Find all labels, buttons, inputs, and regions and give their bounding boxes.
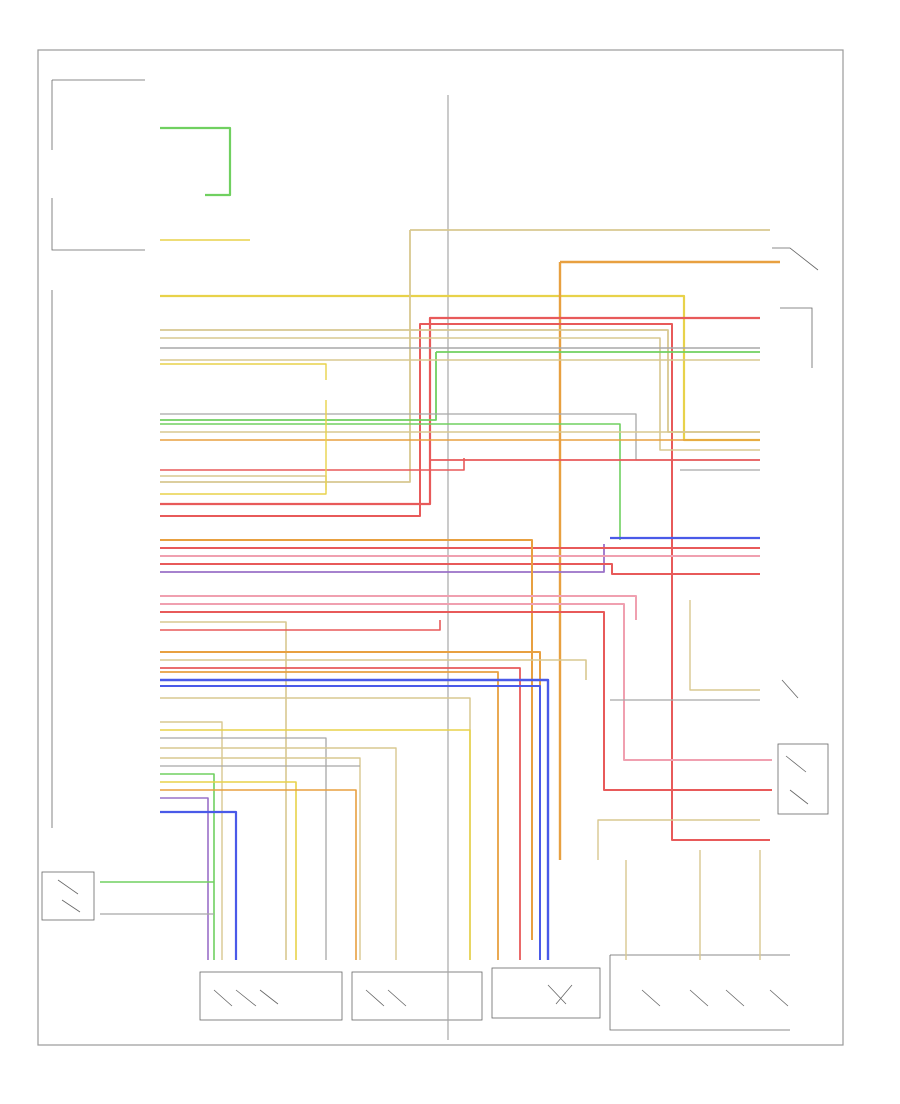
wire-blue-2: [160, 678, 550, 960]
wire-red-4: [160, 458, 465, 471]
wire-tan-9: [160, 659, 587, 680]
wire-tan-13: [160, 757, 361, 960]
wire-red-8: [160, 620, 441, 631]
wire-yellow-4: [160, 729, 471, 960]
wire-red-1: [160, 316, 760, 506]
wire-yellow-5: [160, 781, 297, 960]
wire-tan-8: [160, 621, 287, 960]
wire-red-2: [160, 323, 770, 841]
wire-orange-4: [160, 539, 533, 940]
wire-tan-7: [160, 475, 327, 490]
wire-tan-11: [160, 721, 223, 960]
wire-yellow-3: [160, 400, 327, 495]
top-left-switch-group: [51, 79, 145, 251]
right-components: [772, 247, 829, 815]
bottom-components: [199, 954, 790, 1031]
wire-red-9: [160, 667, 521, 960]
wire-tan-10: [160, 697, 471, 960]
wire-pink-3: [160, 603, 772, 761]
component-box-2: [351, 971, 483, 1021]
wire-layer: [100, 95, 780, 1040]
wire-orange-7: [160, 789, 357, 960]
wire-red-7: [160, 611, 772, 791]
wire-top-green: [160, 126, 232, 197]
wire-tan-2: [160, 230, 411, 483]
wire-tan-4: [160, 337, 760, 451]
wire-blue-4: [160, 810, 238, 960]
wire-yellow-2: [160, 363, 327, 380]
wire-gray-4: [160, 737, 327, 960]
wire-green-2: [160, 352, 437, 421]
wire-green-3: [160, 423, 621, 540]
wire-purple-1: [160, 544, 605, 573]
wire-tan-14: [597, 819, 760, 860]
wire-pink-2: [160, 595, 637, 620]
wire-tan-18: [689, 600, 760, 691]
wire-tan-12: [160, 747, 397, 960]
wire-green-4: [160, 773, 215, 960]
component-box-3: [491, 967, 601, 1019]
wire-purple-2: [160, 797, 209, 960]
bottom-left-switch: [41, 871, 95, 921]
wire-tan-3: [160, 329, 760, 433]
wire-red-6: [160, 563, 760, 575]
wire-orange-6: [160, 671, 499, 960]
component-box-4: [609, 954, 790, 1031]
diagram-border: [37, 49, 844, 1046]
component-box-1: [199, 971, 343, 1021]
wire-blue-3: [160, 685, 541, 960]
